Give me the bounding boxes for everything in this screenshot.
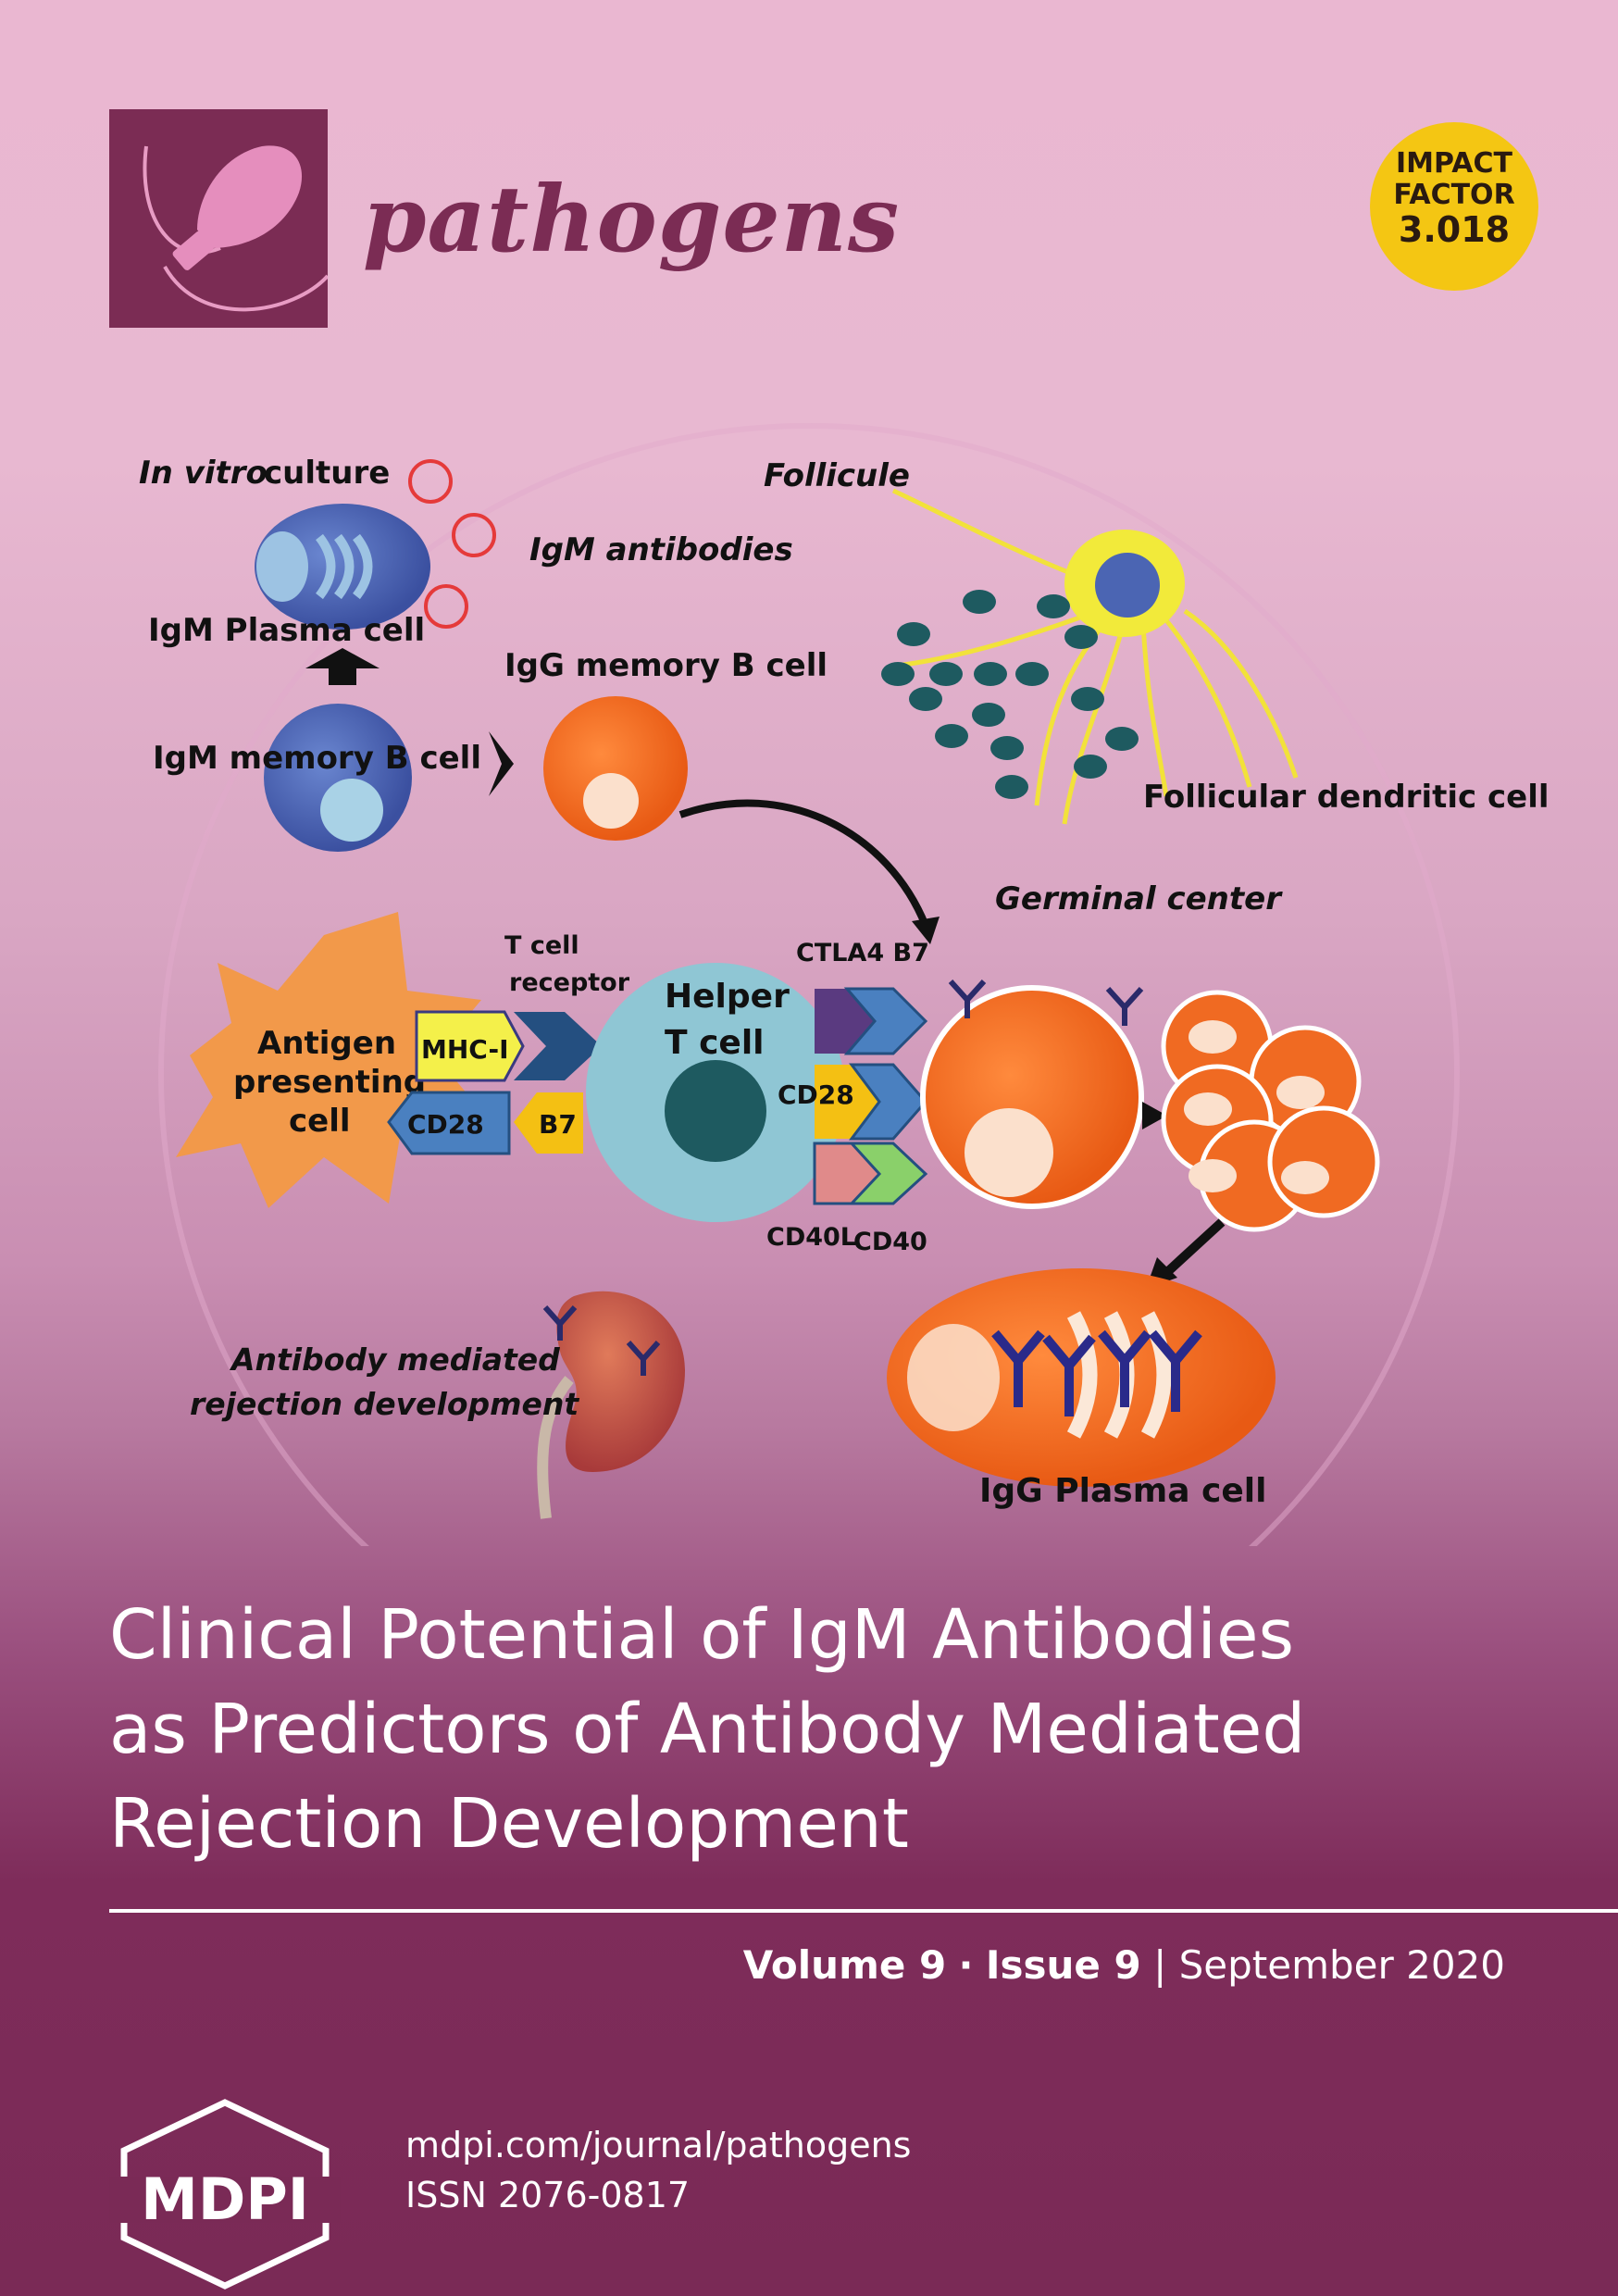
amr-label-1: Antibody mediated: [229, 1341, 560, 1378]
follicule-label: Follicule: [764, 457, 910, 494]
germinal-center-label: Germinal center: [995, 880, 1283, 917]
publisher-info: mdpi.com/journal/pathogens ISSN 2076-081…: [405, 2120, 911, 2220]
in-vitro-label: In vitro: [139, 455, 268, 492]
factor-label: FACTOR: [1393, 179, 1515, 211]
separator-dot: ·: [958, 1942, 974, 1988]
helper-label-2: T cell: [665, 1024, 765, 1062]
follicle-cells: [881, 590, 1139, 799]
fdc-label: Follicular dendritic cell: [1143, 779, 1550, 816]
impact-label: IMPACT: [1396, 147, 1512, 180]
mdpi-text: MDPI: [141, 2165, 309, 2233]
title-line-2: as Predictors of Antibody Mediated: [109, 1690, 1306, 1769]
journal-url[interactable]: mdpi.com/journal/pathogens: [405, 2125, 912, 2165]
issue-info: Volume 9 · Issue 9 | September 2020: [743, 1942, 1505, 1988]
title-line-1: Clinical Potential of IgM Antibodies: [109, 1595, 1295, 1675]
amr-label-2: rejection development: [190, 1386, 579, 1422]
b7-label: B7: [539, 1109, 577, 1140]
article-title: Clinical Potential of IgM Antibodies as …: [109, 1588, 1525, 1871]
tcr-label-1: T cell: [504, 931, 579, 960]
b7-ligand: [514, 1092, 583, 1154]
igg-plasma-cell-shape: [887, 1268, 1276, 1487]
helper-label-1: Helper: [665, 978, 790, 1016]
mhc-i-receptor: [415, 1010, 525, 1082]
proliferation-arrow: [1142, 1102, 1167, 1129]
igm-plasma-cell-label: IgM Plasma cell: [148, 612, 425, 649]
cd40-label: CD40: [853, 1228, 927, 1256]
journal-logo: [109, 109, 330, 328]
igm-antibodies-label: IgM antibodies: [529, 531, 793, 568]
igm-antibody-icon: [408, 459, 496, 629]
curved-arrow: [678, 799, 929, 928]
background-circle: [158, 423, 1460, 1546]
igg-antibody-icon: [991, 1329, 1202, 1416]
cd40l-label: CD40L: [766, 1223, 856, 1252]
antibody-icon: [948, 979, 1144, 1026]
volume-label: Volume 9: [742, 1942, 947, 1988]
up-arrow: [305, 648, 380, 685]
cd28-right-label: CD28: [778, 1079, 854, 1110]
mdpi-logo: MDPI: [109, 2099, 341, 2290]
pathogen-icon: [143, 145, 330, 312]
ctla4-b7-label: CTLA4 B7: [796, 939, 929, 967]
antigen-label-1: Antigen: [257, 1025, 396, 1062]
separator-bar: |: [1153, 1942, 1167, 1988]
title-line-3: Rejection Development: [109, 1784, 909, 1864]
t-cell-receptor-arrow: [514, 1012, 602, 1080]
igg-memory-b-cell-label: IgG memory B cell: [504, 647, 828, 684]
issue-label: Issue 9: [985, 1942, 1141, 1988]
mhc-i-label: MHC-I: [421, 1034, 509, 1065]
igg-plasma-cell-label: IgG Plasma cell: [979, 1472, 1266, 1510]
antigen-presenting-cell-shape: [176, 912, 481, 1208]
igm-plasma-cell-shape: [255, 504, 430, 630]
igg-memory-b-cell-shape: [543, 696, 688, 841]
antigen-label-2: presenting: [233, 1064, 426, 1101]
culture-label: culture: [264, 455, 390, 492]
impact-factor-value: 3.018: [1398, 209, 1511, 250]
b7-receptor-right: [843, 987, 928, 1055]
cd28-receptor-left: [387, 1091, 511, 1155]
issn: ISSN 2076-0817: [405, 2175, 691, 2215]
cd28-left-label: CD28: [407, 1109, 484, 1140]
proliferating-cells: [1161, 990, 1380, 1232]
antigen-label-3: cell: [289, 1103, 351, 1140]
cd40-receptor: [848, 1142, 928, 1205]
cover-illustration: In vitro culture IgM antibodies IgM Plas…: [139, 423, 1550, 1546]
kidney-icon: [556, 1291, 685, 1472]
journal-name: pathogens: [363, 167, 901, 273]
differentiation-arrow: [1163, 1218, 1226, 1277]
hexagon-icon: [120, 2099, 330, 2290]
tcr-label-2: receptor: [509, 968, 630, 997]
right-arrow: [489, 731, 514, 796]
igm-memory-b-cell-label: IgM memory B cell: [153, 740, 481, 777]
divider: [109, 1909, 1618, 1913]
cd28-receptor-right: [815, 1065, 879, 1139]
impact-factor-badge: IMPACT FACTOR 3.018: [1370, 122, 1538, 291]
issue-date: September 2020: [1178, 1942, 1505, 1988]
